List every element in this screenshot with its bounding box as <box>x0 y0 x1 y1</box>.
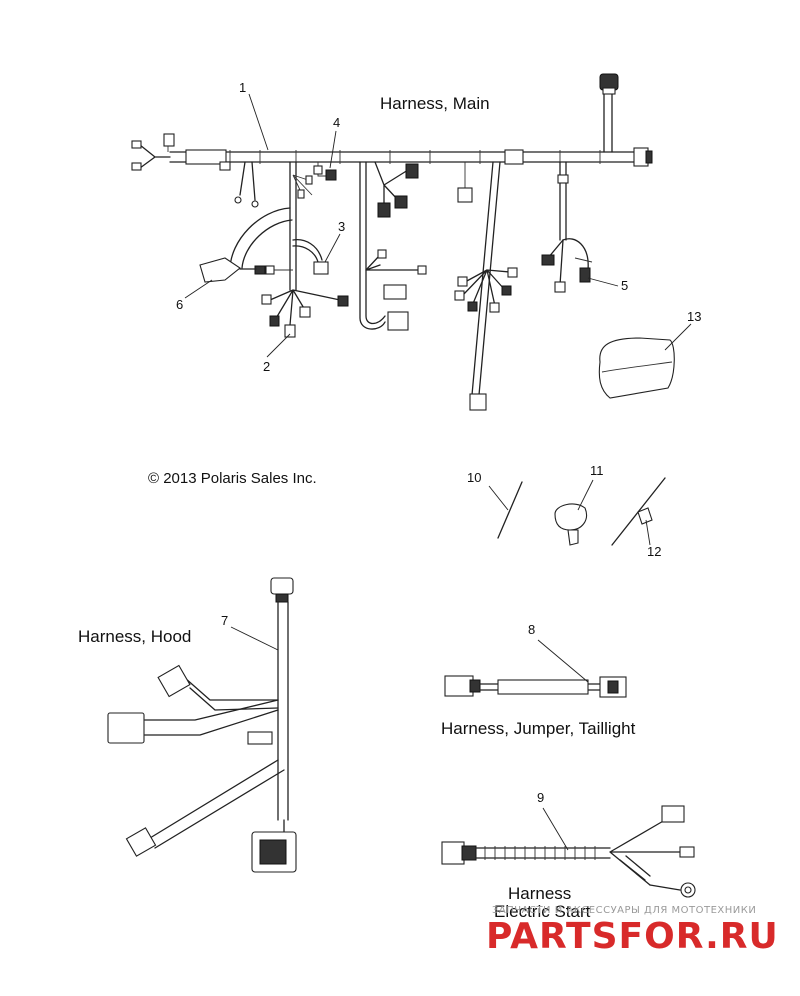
callout-6: 6 <box>176 297 183 312</box>
callout-9: 9 <box>537 790 544 805</box>
callout-7: 7 <box>221 613 228 628</box>
callout-13: 13 <box>687 309 701 324</box>
watermark-brand: PARTSFOR.RU <box>486 916 779 957</box>
callout-2: 2 <box>263 359 270 374</box>
title-harness-electric-start-line1: Harness <box>508 884 571 903</box>
watermark-tagline: ЗАПЧАСТИ И АКСЕССУАРЫ ДЛЯ МОТОТЕХНИКИ <box>492 905 756 916</box>
title-harness-taillight: Harness, Jumper, Taillight <box>441 719 636 738</box>
electric-start-harness-drawing <box>441 805 696 898</box>
taillight-harness-drawing <box>444 675 627 698</box>
callout-12: 12 <box>647 544 661 559</box>
title-harness-main: Harness, Main <box>380 94 490 113</box>
title-harness-hood: Harness, Hood <box>78 627 191 646</box>
hood-harness-drawing <box>107 577 297 873</box>
callout-1: 1 <box>239 80 246 95</box>
callout-5: 5 <box>621 278 628 293</box>
leader-lines <box>184 93 692 851</box>
fasteners-drawing <box>497 477 666 546</box>
callout-10: 10 <box>467 470 481 485</box>
callout-11: 11 <box>590 463 604 478</box>
title-harness-electric-start-line2: Electric Start <box>494 902 591 921</box>
callout-3: 3 <box>338 219 345 234</box>
callout-4: 4 <box>333 115 340 130</box>
main-harness-drawing <box>131 73 675 411</box>
callout-8: 8 <box>528 622 535 637</box>
copyright-notice: © 2013 Polaris Sales Inc. <box>148 470 317 487</box>
